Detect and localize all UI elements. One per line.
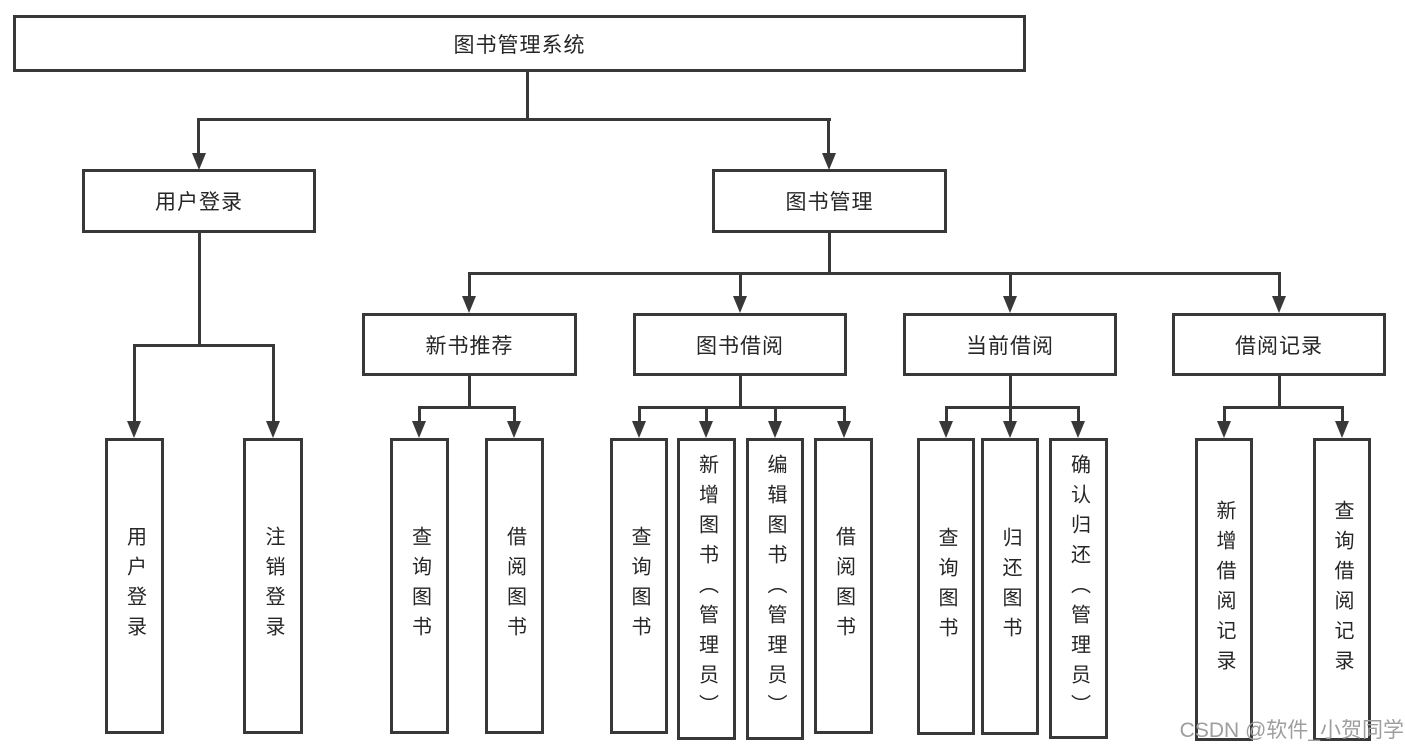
arrow-down-icon: [412, 421, 426, 438]
arrow-down-icon: [768, 421, 782, 438]
node-label: 图书管理: [785, 191, 874, 214]
edge-stem-book-mgmt: [827, 118, 830, 156]
node-label: 新书推荐: [425, 334, 514, 358]
csdn-watermark: CSDN @软件_小贺同学: [1179, 719, 1404, 742]
node-label: 归还图书: [999, 526, 1021, 647]
node-library-management-system: 图书管理系统: [13, 15, 1026, 72]
edge-new-book-trunk: [468, 376, 471, 408]
leaf-newbook-query-book: 查询图书: [390, 438, 449, 734]
edge-book-borrow-trunk: [739, 376, 742, 408]
edge-root-trunk: [526, 72, 529, 121]
edge-user-login-bar: [133, 344, 275, 347]
edge-stem-bb-edit: [774, 406, 777, 423]
arrow-down-icon: [699, 421, 713, 438]
node-label: 当前借阅: [966, 334, 1054, 358]
edge-stem-nb-borrow: [513, 406, 516, 423]
node-label: 图书借阅: [696, 334, 784, 358]
node-label: 注销登录: [262, 526, 284, 646]
node-label: 图书管理系统: [453, 33, 586, 57]
edge-borrow-records-bar: [1223, 406, 1344, 409]
arrow-down-icon: [837, 421, 851, 438]
edge-book-mgmt-trunk: [828, 233, 831, 274]
arrow-down-icon: [192, 153, 206, 170]
arrow-down-icon: [733, 296, 747, 313]
leaf-borrow-query-book: 查询图书: [610, 438, 668, 734]
edge-stem-borrow-records: [1278, 272, 1281, 299]
edge-borrow-records-trunk: [1278, 376, 1281, 408]
leaf-records-query-record: 查询借阅记录: [1313, 438, 1371, 741]
leaf-borrow-borrow-book: 借阅图书: [814, 438, 873, 734]
node-borrow-records: 借阅记录: [1172, 313, 1386, 376]
edge-stem-nb-query: [418, 406, 421, 423]
edge-stem-cb-confirm: [1077, 406, 1080, 423]
edge-current-borrow-bar: [945, 406, 1080, 409]
node-label: 查询图书: [408, 526, 431, 646]
edge-stem-bb-add: [705, 406, 708, 423]
edge-stem-login: [133, 344, 136, 423]
node-label: 新增图书（管理员）: [695, 454, 718, 724]
edge-stem-cb-query: [945, 406, 948, 423]
arrow-down-icon: [507, 421, 521, 438]
edge-stem-new-book: [468, 272, 471, 299]
edge-user-login-trunk: [198, 233, 201, 346]
node-label: 借阅图书: [832, 526, 855, 646]
edge-stem-br-add: [1223, 406, 1226, 423]
node-label: 查询图书: [935, 526, 957, 647]
edge-book-mgmt-bar: [468, 272, 1281, 275]
edge-stem-br-query: [1341, 406, 1344, 423]
node-label: 编辑图书（管理员）: [764, 454, 786, 724]
node-label: 新增借阅记录: [1213, 499, 1235, 680]
arrow-down-icon: [1003, 296, 1017, 313]
arrow-down-icon: [632, 421, 646, 438]
leaf-records-add-record: 新增借阅记录: [1195, 438, 1253, 741]
leaf-borrow-add-book-admin: 新增图书（管理员）: [677, 438, 736, 740]
arrow-down-icon: [462, 296, 476, 313]
arrow-down-icon: [822, 153, 836, 170]
node-label: 借阅记录: [1235, 334, 1323, 358]
node-book-borrow: 图书借阅: [633, 313, 847, 376]
arrow-down-icon: [1272, 296, 1286, 313]
edge-stem-cb-return: [1009, 406, 1012, 423]
node-user-login: 用户登录: [82, 169, 316, 233]
node-label: 确认归还（管理员）: [1067, 453, 1090, 724]
edge-stem-logout: [272, 344, 275, 423]
node-new-book-recommend: 新书推荐: [362, 313, 577, 376]
leaf-current-query-book: 查询图书: [917, 438, 975, 735]
edge-stem-bb-borrow: [843, 406, 846, 423]
leaf-current-confirm-return-admin: 确认归还（管理员）: [1049, 438, 1108, 739]
edge-stem-bb-query: [638, 406, 641, 423]
node-label: 查询图书: [628, 526, 650, 646]
arrow-down-icon: [1071, 421, 1085, 438]
edge-current-borrow-trunk: [1009, 376, 1012, 408]
arrow-down-icon: [266, 421, 280, 438]
node-label: 借阅图书: [503, 526, 526, 646]
arrow-down-icon: [1003, 421, 1017, 438]
edge-root-bar: [197, 118, 831, 121]
node-book-mgmt: 图书管理: [712, 169, 947, 233]
edge-new-book-bar: [418, 406, 516, 409]
arrow-down-icon: [1335, 421, 1349, 438]
node-label: 用户登录: [155, 191, 243, 214]
node-current-borrow: 当前借阅: [903, 313, 1117, 376]
leaf-borrow-edit-book-admin: 编辑图书（管理员）: [746, 438, 804, 740]
edge-book-borrow-bar: [638, 406, 846, 409]
leaf-logout-login: 注销登录: [243, 438, 303, 734]
edge-stem-user-login: [197, 118, 200, 156]
leaf-newbook-borrow-book: 借阅图书: [485, 438, 544, 734]
node-label: 用户登录: [123, 526, 146, 646]
arrow-down-icon: [939, 421, 953, 438]
arrow-down-icon: [127, 421, 141, 438]
edge-stem-book-borrow: [739, 272, 742, 299]
node-label: 查询借阅记录: [1331, 499, 1353, 680]
arrow-down-icon: [1217, 421, 1231, 438]
leaf-user-login: 用户登录: [105, 438, 164, 734]
edge-stem-current-borrow: [1009, 272, 1012, 299]
leaf-current-return-book: 归还图书: [981, 438, 1039, 735]
